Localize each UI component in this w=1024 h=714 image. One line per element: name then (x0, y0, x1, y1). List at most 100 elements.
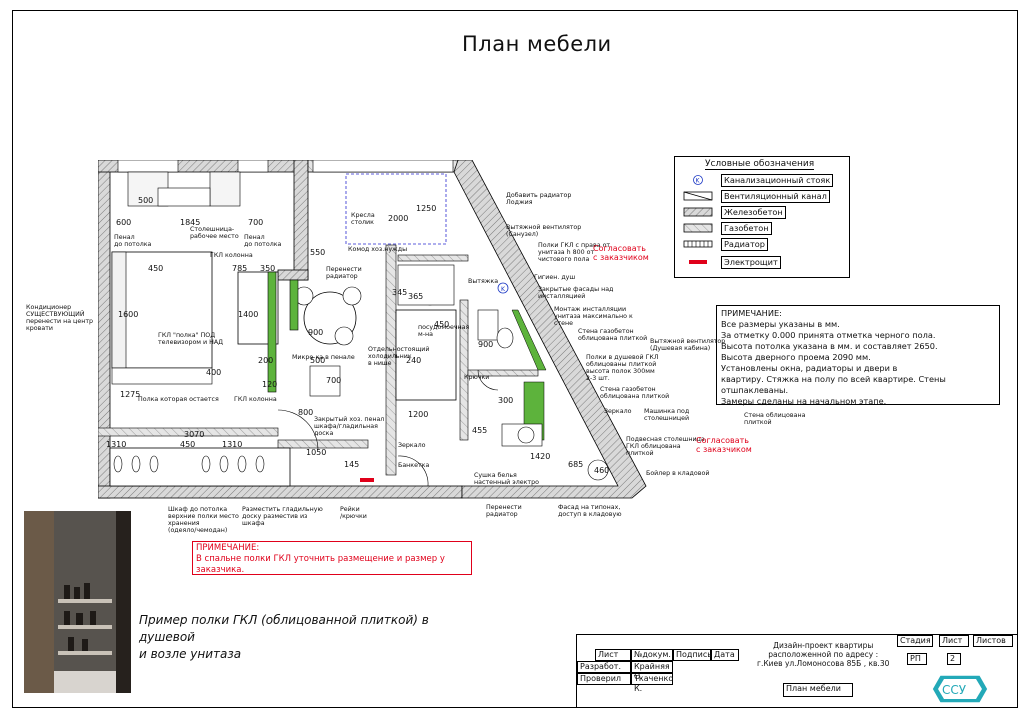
dim-label: 365 (408, 292, 424, 301)
notes-title: ПРИМЕЧАНИЕ: (721, 308, 782, 318)
label-penal: Пенал до потолка (244, 234, 282, 248)
dim-label: 400 (206, 368, 222, 377)
label-install: Монтаж инсталляции унитаза максимально к… (554, 306, 633, 327)
label-penal: Пенал до потолка (114, 234, 152, 248)
sheet-value: 2 (947, 653, 961, 665)
label-hood: Вытяжка (468, 278, 499, 285)
dim-label: 200 (258, 356, 274, 365)
sheets-header: Листов (973, 635, 1013, 647)
dim-label: 500 (310, 356, 326, 365)
dim-label: 1275 (120, 390, 141, 399)
label-shelf: Полка которая остается (138, 396, 219, 403)
label-commode: Комод хоз.нужды (348, 246, 408, 253)
label-gkl-column: ГКЛ колонна (210, 252, 253, 259)
legend-item: Вентиляционный канал (679, 189, 847, 203)
svg-text:K: K (501, 286, 506, 293)
dim-label: 900 (478, 340, 494, 349)
label-balcony-furniture: Кресла столик (351, 212, 375, 226)
notes-line: Высота дверного проема 2090 мм. (721, 352, 871, 362)
dim-label: 800 (298, 408, 314, 417)
floor-plan: K 600 1845 700 500 785 350 1310 3070 450… (97, 159, 805, 534)
legend-label: Электрощит (721, 256, 781, 269)
dim-label: 785 (232, 264, 248, 273)
stamp-header: Лист (595, 649, 631, 661)
dim-label: 1310 (106, 440, 127, 449)
developer-name: Крайняя О. (631, 661, 673, 681)
dim-label: 450 (434, 320, 450, 329)
checker-name: Ткаченко К. (631, 673, 673, 693)
vent-duct-icon (683, 191, 713, 201)
dim-label: 1600 (118, 310, 139, 319)
svg-text:K: K (696, 178, 701, 185)
stamp-header: №докум. (631, 649, 673, 661)
legend-item: Электрощит (679, 255, 847, 269)
dim-label: 1200 (408, 410, 429, 419)
label-mirror: Зеркало (398, 442, 426, 449)
notes-line: Установлены окна, радиаторы и двери в (721, 363, 898, 373)
label-agree: Согласовать с заказчиком (696, 436, 752, 454)
dim-label: 1310 (222, 440, 243, 449)
label-gkl-shelves: Полки ГКЛ с права от унитаза h 800 от чи… (538, 242, 611, 263)
notes-line: Высота потолка указана в мм. и составляе… (721, 341, 938, 351)
dim-label: 460 (594, 466, 610, 475)
dim-label: 455 (472, 426, 488, 435)
electric-panel-icon (689, 260, 707, 264)
label-wall-gas: Стена газобетон облицована плиткой (578, 328, 648, 342)
radiator-icon (683, 240, 713, 248)
label-gkl-tv: ГКЛ "полка" ПОД телевизором и НАД (158, 332, 224, 346)
dim-label: 450 (148, 264, 164, 273)
dim-label: 1250 (416, 204, 437, 213)
label-desk: Столешница- рабочее место (190, 226, 239, 240)
label-exhaust: Вытяжной вентилятор (Санузел) (506, 224, 582, 238)
label-conditioner: Кондиционер СУЩЕСТВУЮЩИЙ перенести на це… (26, 304, 93, 332)
dim-label: 450 (180, 440, 196, 449)
dim-label: 600 (116, 218, 132, 227)
label-move-radiator: Перенести радиатор (326, 266, 362, 280)
legend-label: Вентиляционный канал (721, 190, 830, 203)
dim-label: 550 (310, 248, 326, 257)
dim-label: 1420 (530, 452, 551, 461)
legend: Условные обозначения K Канализационный с… (674, 156, 850, 278)
label-hygiene-shower: Гигиен. душ (534, 274, 576, 281)
label-gkl-column: ГКЛ колонна (234, 396, 277, 403)
stage-header: Стадия (897, 635, 933, 647)
checker-label: Проверил (577, 673, 631, 685)
notes-line: отшпаклеваны. (721, 385, 789, 395)
label-bench: Банкетка (398, 462, 430, 469)
company-logo: ССУ (931, 674, 989, 704)
legend-title: Условные обозначения (705, 159, 815, 170)
dim-label: 300 (498, 396, 514, 405)
caption-line: душевой (139, 630, 195, 644)
label-micro: Микро-ка в пенале (292, 354, 355, 361)
bedroom-note-text: В спальне полки ГКЛ уточнить размещение … (196, 554, 445, 575)
label-dishwasher: посудомоечная м-на (418, 324, 470, 338)
drawing-frame (12, 10, 1018, 708)
label-move-radiator: Перенести радиатор (486, 504, 522, 518)
label-hooks: Крючки (464, 374, 490, 381)
sewer-riser-icon: K (693, 175, 703, 185)
bedroom-note-title: ПРИМЕЧАНИЕ: (196, 543, 260, 553)
floor-plan-drawing: K (97, 159, 647, 499)
legend-label: Радиатор (721, 238, 768, 251)
label-washer: Машинка под столешницей (644, 408, 690, 422)
legend-item: Газобетон (679, 221, 847, 235)
dim-label: 700 (248, 218, 264, 227)
label-add-radiator: Добавить радиатор Лоджия (506, 192, 572, 206)
shelf-example-photo (24, 511, 131, 693)
notes-line: Все размеры указаны в мм. (721, 319, 840, 329)
stamp-header: Дата (711, 649, 739, 661)
label-facade: Фасад на типонах, доступ в кладовую (558, 504, 622, 518)
notes-box: ПРИМЕЧАНИЕ: Все размеры указаны в мм. За… (716, 305, 1000, 406)
sheet-header: Лист (939, 635, 969, 647)
dim-label: 240 (406, 356, 422, 365)
dim-label: 3070 (184, 430, 205, 439)
label-rails: Рейки /крючки (340, 506, 367, 520)
label-closed-facades: Закрытые фасады над инсталляцией (538, 286, 614, 300)
notes-line: За отметку 0.000 принята отметка черного… (721, 330, 936, 340)
notes-line: квартиру. Стяжка на полу по всей квартир… (721, 374, 946, 384)
stamp-header: Подпись (673, 649, 712, 661)
label-boiler: Бойлер в кладовой (646, 470, 710, 477)
dim-label: 685 (568, 460, 584, 469)
title-block: Лист №докум. Подпись Дата Разработ. Край… (576, 634, 1018, 708)
dim-label: 350 (260, 264, 276, 273)
